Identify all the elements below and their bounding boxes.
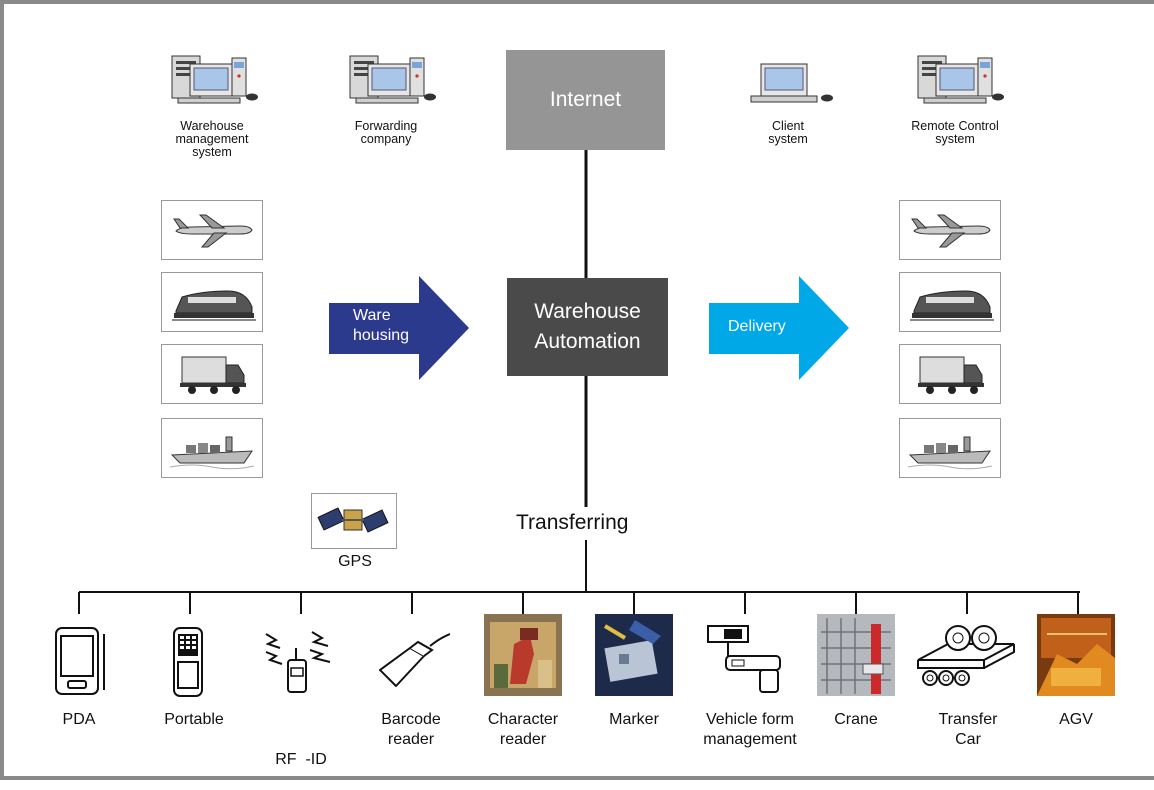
truck-icon [180, 356, 246, 394]
train-tile [899, 272, 1001, 332]
warehousing-label: Ware housing [353, 306, 409, 346]
truck-tile [161, 344, 263, 404]
remote-control-system-label: Remote Control system [885, 120, 1025, 146]
portable-terminal-icon [173, 627, 203, 697]
airplane-icon [173, 214, 253, 248]
transferring-label: Transferring [516, 511, 629, 534]
workstation-icon [349, 55, 436, 104]
automation-label-line1: Warehouse [534, 300, 641, 323]
label-line: management [703, 731, 797, 748]
barcode-reader-label: Barcode reader [341, 710, 481, 750]
label-line: management [175, 132, 249, 146]
ship-icon [907, 436, 993, 470]
pda-icon [55, 627, 105, 695]
label-line: reader [387, 731, 435, 748]
label-line: Vehicle form [705, 711, 795, 728]
label-line: Crane [834, 711, 878, 728]
transfer-car-label: Transfer Car [898, 710, 1038, 750]
ship-icon [169, 436, 255, 470]
label-line: system [192, 145, 232, 159]
agv-photo [1037, 614, 1115, 696]
character-reader-label: Character reader [453, 710, 593, 750]
airplane-icon [911, 214, 991, 248]
portable-label: Portable [124, 710, 264, 730]
client-system-label: Client system [718, 120, 858, 146]
train-icon [910, 290, 994, 321]
marker-photo [595, 614, 673, 696]
warehouse-management-system-label: Warehouse management system [142, 120, 282, 159]
workstation-icon [171, 55, 258, 104]
character-reader-photo [484, 614, 562, 696]
pda-label: PDA [9, 710, 149, 730]
label-line: Warehouse [180, 119, 244, 133]
crane-photo [817, 614, 895, 696]
label-line: system [935, 132, 975, 146]
warehousing-label-line2: housing [353, 327, 410, 344]
label-line: reader [499, 731, 547, 748]
label-line: Barcode [381, 711, 441, 728]
label-line: PDA [62, 711, 96, 728]
label-line: Marker [609, 711, 659, 728]
agv-label: AGV [1006, 710, 1146, 730]
transfer-car-icon [917, 625, 1015, 686]
warehousing-label-line1: Ware [353, 307, 391, 324]
label-line: Forwarding [354, 119, 418, 133]
workstation-icon [917, 55, 1004, 104]
computer-icon [750, 63, 833, 103]
train-tile [161, 272, 263, 332]
camera-icon [707, 625, 781, 693]
ship-tile [161, 418, 263, 478]
automation-label-line2: Automation [534, 330, 641, 353]
crane-label: Crane [786, 710, 926, 730]
gps-label: GPS [338, 553, 372, 570]
train-icon [172, 290, 256, 321]
delivery-label: Delivery [728, 318, 786, 335]
label-line: AGV [1059, 711, 1093, 728]
label-line: Client [772, 119, 804, 133]
marker-label: Marker [564, 710, 704, 730]
airplane-tile [161, 200, 263, 260]
label-line: RF -ID [275, 751, 327, 768]
forwarding-company-label: Forwarding company [316, 120, 456, 146]
label-line: company [360, 132, 412, 146]
label-line: Portable [164, 711, 224, 728]
rfid-label: RF -ID [231, 710, 371, 790]
label-line: Character [487, 711, 559, 728]
barcode-scanner-icon [379, 633, 451, 687]
label-line: Transfer [938, 711, 998, 728]
satellite-icon [317, 507, 389, 533]
label-line: system [768, 132, 808, 146]
internet-label: Internet [549, 88, 622, 111]
airplane-tile [899, 200, 1001, 260]
internet-box: Internet [506, 50, 665, 150]
truck-icon [918, 356, 984, 394]
label-line: Car [955, 731, 981, 748]
rfid-icon [265, 631, 331, 693]
gps-tile [311, 493, 397, 549]
warehouse-automation-box: Warehouse Automation [507, 278, 668, 376]
ship-tile [899, 418, 1001, 478]
label-line: Remote Control [911, 119, 999, 133]
truck-tile [899, 344, 1001, 404]
warehousing-arrow [329, 276, 469, 380]
vehicle-form-management-label: Vehicle form management [680, 710, 820, 750]
delivery-arrow [709, 276, 849, 380]
